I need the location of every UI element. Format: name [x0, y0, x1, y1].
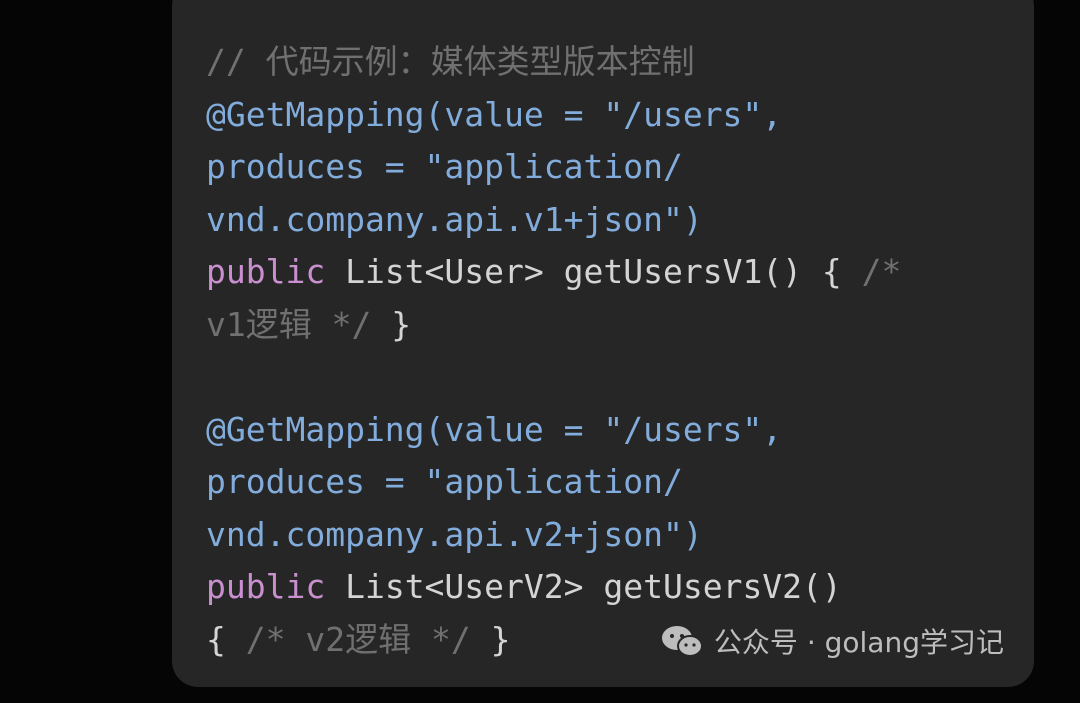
code-content: // 代码示例：媒体类型版本控制 @GetMapping(value = "/us…: [206, 36, 901, 666]
code-token: public: [206, 567, 326, 606]
code-line: vnd.company.api.v2+json"): [206, 509, 901, 562]
code-token: produces = "application/: [206, 462, 683, 501]
code-token: List<UserV2> getUsersV2(): [325, 567, 842, 606]
code-token: @GetMapping(value = "/users",: [206, 409, 783, 449]
code-token: public: [206, 252, 326, 291]
code-line: public List<User> getUsersV1() { /*: [206, 246, 901, 299]
code-token: }: [470, 619, 511, 659]
code-line: @GetMapping(value = "/users",: [206, 404, 901, 457]
watermark-text: 公众号 · golang学习记: [713, 626, 1004, 659]
code-token: v1逻辑 */: [206, 304, 372, 344]
code-line: { /* v2逻辑 */ }: [206, 614, 901, 667]
code-block: // 代码示例：媒体类型版本控制 @GetMapping(value = "/us…: [172, 0, 1034, 687]
code-line: v1逻辑 */ }: [206, 299, 901, 352]
code-token: List<User> getUsersV1() {: [325, 252, 862, 291]
code-token: vnd.company.api.v2+json"): [206, 514, 703, 554]
code-line: // 代码示例：媒体类型版本控制: [206, 36, 901, 89]
code-token: @GetMapping(value = "/users",: [206, 94, 783, 134]
code-token: produces = "application/: [206, 147, 683, 186]
wechat-icon: [661, 626, 703, 657]
watermark: 公众号 · golang学习记: [660, 621, 1004, 661]
code-token: /*: [861, 252, 902, 291]
code-token: vnd.company.api.v1+json"): [206, 199, 703, 239]
code-line: produces = "application/: [206, 141, 901, 194]
code-line: public List<UserV2> getUsersV2(): [206, 561, 901, 614]
code-line: produces = "application/: [206, 456, 901, 509]
code-token: /* v2逻辑 */: [245, 619, 471, 659]
code-token: }: [371, 304, 412, 344]
code-line: vnd.company.api.v1+json"): [206, 194, 901, 247]
code-token: // 代码示例：媒体类型版本控制: [206, 42, 695, 81]
code-token: {: [206, 619, 246, 659]
code-line: [206, 351, 901, 404]
code-line: @GetMapping(value = "/users",: [206, 89, 901, 142]
